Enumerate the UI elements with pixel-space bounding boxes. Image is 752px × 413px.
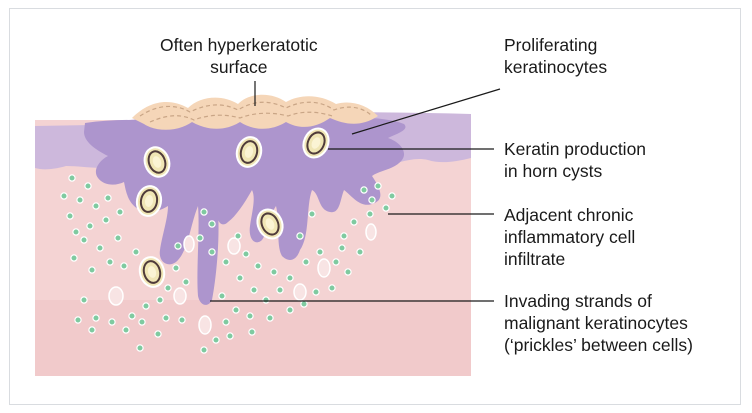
inflammatory-cell-dot <box>213 337 219 343</box>
inflammatory-cell-dot <box>133 249 139 255</box>
inflammatory-cell-dot <box>73 229 79 235</box>
label-keratin-line2: in horn cysts <box>504 160 646 182</box>
label-surface-line2: surface <box>160 56 318 78</box>
inflammatory-cell-dot <box>361 187 367 193</box>
inflammatory-cell-dot <box>383 205 389 211</box>
inflammatory-cell-dot <box>369 197 375 203</box>
inflammatory-cell-dot <box>247 313 253 319</box>
dermis-lower-band <box>35 300 471 376</box>
inflammatory-cell-dot <box>121 263 127 269</box>
inflammatory-cell-dot <box>209 249 215 255</box>
inflammatory-cell-dot <box>277 287 283 293</box>
inflammatory-cell-dot <box>271 269 277 275</box>
inflammatory-cell-dot <box>201 209 207 215</box>
inflammatory-cell-dot <box>123 327 129 333</box>
inflammatory-cell-dot <box>163 315 169 321</box>
label-proliferating: Proliferating keratinocytes <box>504 34 607 78</box>
label-inflammatory-line2: inflammatory cell <box>504 226 635 248</box>
inflammatory-cell-dot <box>87 223 93 229</box>
inflammatory-cell-dot <box>179 317 185 323</box>
inflammatory-cell-dot <box>201 347 207 353</box>
label-invading: Invading strands of malignant keratinocy… <box>504 290 693 356</box>
inflammatory-cell-dot <box>103 217 109 223</box>
label-invading-line3: (‘prickles’ between cells) <box>504 334 693 356</box>
inflammatory-cell-dot <box>255 263 261 269</box>
inflammatory-cell-dot <box>137 345 143 351</box>
inflammatory-cell-dot <box>303 259 309 265</box>
inflammatory-cell-dot <box>71 255 77 261</box>
inflammatory-cell-dot <box>389 193 395 199</box>
inflammatory-cell-dot <box>287 275 293 281</box>
inflammatory-cell-dot <box>183 279 189 285</box>
label-invading-line2: malignant keratinocytes <box>504 312 693 334</box>
inflammatory-cell-dot <box>81 297 87 303</box>
inflammatory-cell-dot <box>157 297 163 303</box>
label-keratin-line1: Keratin production <box>504 138 646 160</box>
inflammatory-cell-dot <box>129 313 135 319</box>
inflammatory-cell-dot <box>89 267 95 273</box>
inflammatory-cell-dot <box>85 183 91 189</box>
inflammatory-cell-dot <box>367 211 373 217</box>
inflammatory-cell-dot <box>297 233 303 239</box>
inflammatory-cell-dot <box>67 213 73 219</box>
inflammatory-cell-dot <box>89 327 95 333</box>
label-surface-line1: Often hyperkeratotic <box>160 34 318 56</box>
inflammatory-cell-dot <box>77 197 83 203</box>
inflammatory-cell-dot <box>301 301 307 307</box>
inflammatory-cell-dot <box>329 285 335 291</box>
inflammatory-cell-dot <box>309 211 315 217</box>
label-inflammatory: Adjacent chronic inflammatory cell infil… <box>504 204 635 270</box>
inflammatory-cell-dot <box>109 319 115 325</box>
inflammatory-cell-dot <box>313 289 319 295</box>
inflammatory-cell-dot <box>143 303 149 309</box>
inflammatory-cell-dot <box>197 235 203 241</box>
inflammatory-cell-dot <box>93 315 99 321</box>
inflammatory-cell-dot <box>97 245 103 251</box>
label-inflammatory-line3: infiltrate <box>504 248 635 270</box>
inflammatory-cell-dot <box>209 221 215 227</box>
inflammatory-cell-dot <box>175 243 181 249</box>
inflammatory-cell-dot <box>251 287 257 293</box>
label-proliferating-line1: Proliferating <box>504 34 607 56</box>
inflammatory-cell-dot <box>341 233 347 239</box>
inflammatory-cell-dot <box>139 319 145 325</box>
inflammatory-cell-dot <box>223 259 229 265</box>
inflammatory-cell-dot <box>75 317 81 323</box>
inflammatory-cell-dot <box>81 237 87 243</box>
inflammatory-cell-dot <box>287 307 293 313</box>
inflammatory-cell-dot <box>339 245 345 251</box>
label-surface: Often hyperkeratotic surface <box>160 34 318 78</box>
label-keratin: Keratin production in horn cysts <box>504 138 646 182</box>
label-inflammatory-line1: Adjacent chronic <box>504 204 635 226</box>
inflammatory-cell-dot <box>317 249 323 255</box>
inflammatory-cell-dot <box>333 259 339 265</box>
inflammatory-cell-dot <box>69 175 75 181</box>
inflammatory-cell-dot <box>237 275 243 281</box>
inflammatory-cell-dot <box>249 329 255 335</box>
inflammatory-cell-dot <box>117 209 123 215</box>
label-proliferating-line2: keratinocytes <box>504 56 607 78</box>
inflammatory-cell-dot <box>235 233 241 239</box>
inflammatory-cell-dot <box>61 193 67 199</box>
inflammatory-cell-dot <box>375 183 381 189</box>
inflammatory-cell-dot <box>223 319 229 325</box>
inflammatory-cell-dot <box>351 219 357 225</box>
inflammatory-cell-dot <box>165 285 171 291</box>
inflammatory-cell-dot <box>115 235 121 241</box>
inflammatory-cell-dot <box>263 297 269 303</box>
inflammatory-cell-dot <box>107 259 113 265</box>
inflammatory-cell-dot <box>345 269 351 275</box>
inflammatory-cell-dot <box>227 333 233 339</box>
inflammatory-cell-dot <box>155 331 161 337</box>
inflammatory-cell-dot <box>357 249 363 255</box>
inflammatory-cell-dot <box>93 203 99 209</box>
inflammatory-cell-dot <box>173 265 179 271</box>
inflammatory-cell-dot <box>219 293 225 299</box>
label-invading-line1: Invading strands of <box>504 290 693 312</box>
inflammatory-cell-dot <box>233 307 239 313</box>
inflammatory-cell-dot <box>105 195 111 201</box>
inflammatory-cell-dot <box>243 251 249 257</box>
inflammatory-cell-dot <box>267 315 273 321</box>
